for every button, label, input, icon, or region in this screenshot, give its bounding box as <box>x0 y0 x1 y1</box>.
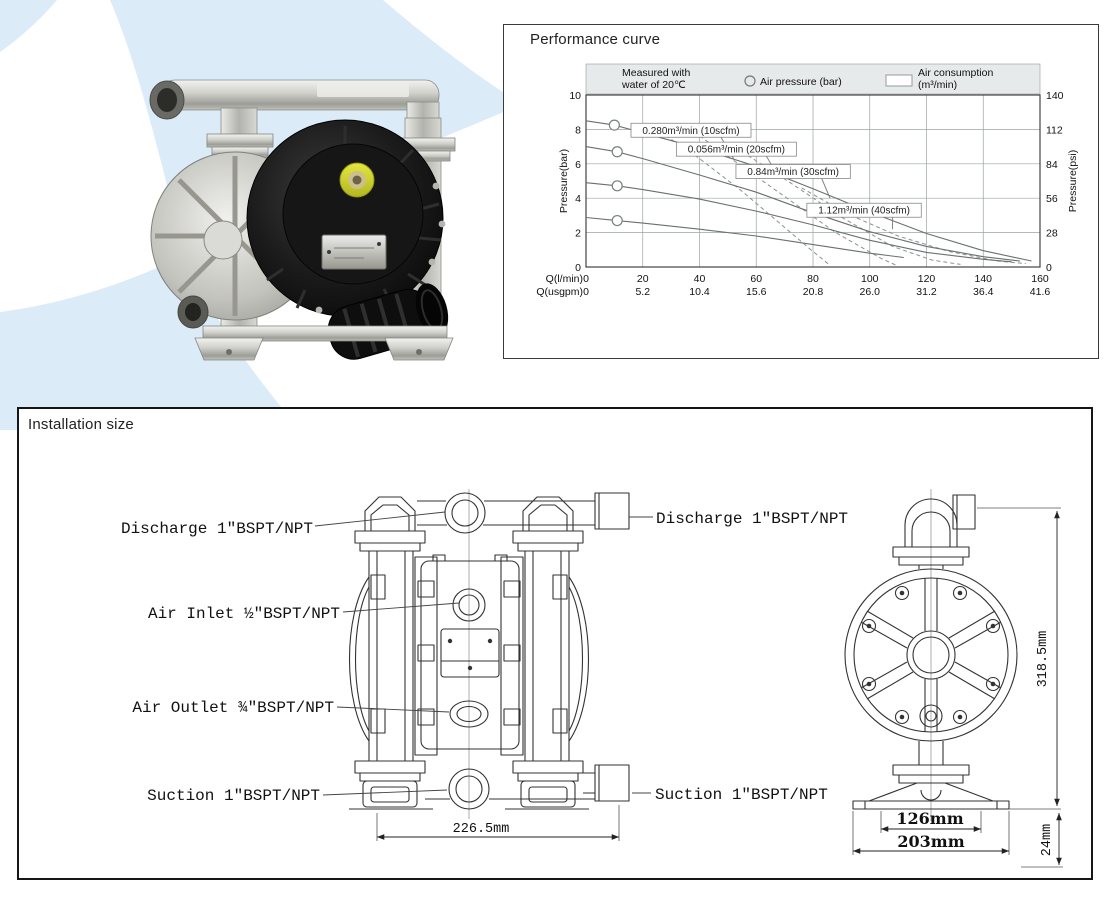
svg-text:10: 10 <box>569 90 581 102</box>
svg-text:0.280m³/min (10scfm): 0.280m³/min (10scfm) <box>642 126 739 137</box>
port-labels: Discharge 1″BSPT/NPT Air Inlet ½″BSPT/NP… <box>121 510 848 805</box>
svg-text:2: 2 <box>575 228 581 240</box>
svg-text:160: 160 <box>1031 273 1049 285</box>
svg-text:100: 100 <box>861 273 879 285</box>
svg-text:140: 140 <box>1046 90 1064 102</box>
svg-text:0: 0 <box>583 286 589 298</box>
svg-text:Q(l/min): Q(l/min) <box>546 273 583 285</box>
svg-text:Air pressure (bar): Air pressure (bar) <box>760 76 842 88</box>
svg-text:0.056m³/min (20scfm): 0.056m³/min (20scfm) <box>688 145 785 156</box>
air-pressure-marker-icon <box>744 75 756 87</box>
legend-band <box>585 63 1041 95</box>
label-discharge-right: Discharge 1″BSPT/NPT <box>656 510 848 528</box>
svg-text:10.4: 10.4 <box>689 286 710 298</box>
svg-text:Pressure(bar): Pressure(bar) <box>558 149 570 213</box>
svg-text:Air consumption: Air consumption <box>918 67 993 79</box>
pump-photo <box>149 79 456 361</box>
svg-text:120: 120 <box>918 273 936 285</box>
svg-text:Q(usgpm): Q(usgpm) <box>536 286 583 298</box>
svg-text:26.0: 26.0 <box>860 286 881 298</box>
dim-front-width: 226.5mm <box>453 822 510 837</box>
installation-drawing: Discharge 1″BSPT/NPT Air Inlet ½″BSPT/NP… <box>121 489 1063 868</box>
performance-curve-title: Performance curve <box>530 31 661 48</box>
svg-text:31.2: 31.2 <box>916 286 937 298</box>
svg-text:water of 20℃: water of 20℃ <box>621 79 686 91</box>
svg-text:0: 0 <box>1046 262 1052 274</box>
svg-text:56: 56 <box>1046 193 1058 205</box>
dimension-annotations: 226.5mm 318.5mm 126mm 203mm 24mm <box>376 507 1063 868</box>
dim-base-width: 203mm <box>897 832 964 851</box>
air-consumption-box-icon <box>885 74 913 87</box>
svg-text:20.8: 20.8 <box>803 286 824 298</box>
svg-text:4: 4 <box>575 193 581 205</box>
svg-text:80: 80 <box>807 273 819 285</box>
dim-overall-height: 318.5mm <box>1036 631 1051 688</box>
front-view-drawing <box>348 489 630 819</box>
dim-foot-height: 24mm <box>1040 824 1055 856</box>
svg-text:28: 28 <box>1046 228 1058 240</box>
svg-text:1.12m³/min (40scfm): 1.12m³/min (40scfm) <box>818 206 910 217</box>
label-air-inlet: Air Inlet ½″BSPT/NPT <box>148 605 340 623</box>
svg-text:Pressure(psi): Pressure(psi) <box>1067 150 1079 212</box>
svg-text:0: 0 <box>575 262 581 274</box>
label-suction-left: Suction 1″BSPT/NPT <box>147 787 320 805</box>
svg-text:0.84m³/min (30scfm): 0.84m³/min (30scfm) <box>747 167 839 178</box>
svg-text:5.2: 5.2 <box>635 286 650 298</box>
svg-text:40: 40 <box>694 273 706 285</box>
label-discharge-left: Discharge 1″BSPT/NPT <box>121 520 313 538</box>
label-air-outlet: Air Outlet ¾″BSPT/NPT <box>132 699 334 717</box>
dim-foot-inner-width: 126mm <box>896 809 963 828</box>
svg-text:41.6: 41.6 <box>1030 286 1051 298</box>
svg-text:36.4: 36.4 <box>973 286 994 298</box>
svg-text:Measured with: Measured with <box>622 67 690 79</box>
svg-text:84: 84 <box>1046 159 1058 171</box>
svg-text:6: 6 <box>575 159 581 171</box>
side-view-drawing <box>844 489 1018 821</box>
svg-text:15.6: 15.6 <box>746 286 767 298</box>
svg-text:112: 112 <box>1046 124 1063 136</box>
svg-text:0: 0 <box>583 273 589 285</box>
label-suction-right: Suction 1″BSPT/NPT <box>655 786 828 804</box>
svg-text:(m³/min): (m³/min) <box>918 79 957 91</box>
svg-text:20: 20 <box>637 273 649 285</box>
svg-text:140: 140 <box>974 273 992 285</box>
svg-text:8: 8 <box>575 124 581 136</box>
installation-size-title: Installation size <box>28 416 134 433</box>
svg-text:60: 60 <box>750 273 762 285</box>
installation-size-panel: Installation size <box>17 407 1093 880</box>
